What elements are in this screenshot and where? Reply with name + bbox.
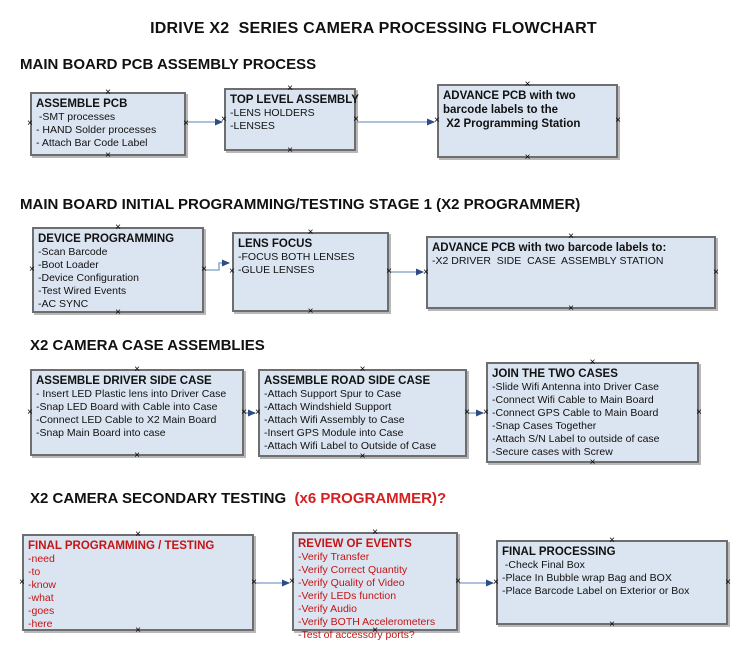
box-title: ASSEMBLE PCB (36, 98, 128, 110)
box-line: -Verify BOTH Accelerometers (298, 616, 436, 628)
box-line: -Place In Bubble wrap Bag and BOX (502, 572, 672, 584)
box-line: -Attach Wifi Label to Outside of Case (264, 440, 437, 452)
box-line: -Secure cases with Screw (492, 446, 613, 458)
box-line: -Check Final Box (502, 559, 585, 571)
box-title: FINAL PROGRAMMING / TESTING (28, 540, 215, 552)
page-title: IDRIVE X2 SERIES CAMERA PROCESSING FLOWC… (150, 20, 597, 37)
box-line: -Snap Main Board into case (36, 427, 166, 439)
box-line: -Insert GPS Module into Case (264, 427, 404, 439)
box-line: -Verify Quality of Video (298, 577, 405, 589)
box-line: -X2 DRIVER SIDE CASE ASSEMBLY STATION (432, 255, 664, 267)
box-line: - HAND Solder processes (36, 124, 157, 136)
box-line: -Verify Transfer (298, 551, 370, 563)
box-line: -need (28, 553, 55, 565)
section-heading-secondary-testing: X2 CAMERA SECONDARY TESTING (x6 PROGRAMM… (30, 490, 446, 507)
box-line: -FOCUS BOTH LENSES (238, 251, 355, 263)
section-heading-secondary-testing-red: (x6 PROGRAMMER)? (290, 490, 447, 507)
box-line: -Boot Loader (38, 259, 99, 271)
flow-box-lens-focus: LENS FOCUS -FOCUS BOTH LENSES -GLUE LENS… (229, 228, 392, 317)
box-line: -to (28, 566, 41, 578)
box-line: - Insert LED Plastic lens into Driver Ca… (36, 388, 227, 400)
section-heading-case-assemblies: X2 CAMERA CASE ASSEMBLIES (30, 337, 265, 354)
box-title: ASSEMBLE ROAD SIDE CASE (264, 375, 431, 387)
box-line: -Device Configuration (38, 272, 139, 284)
box-line: -Verify Correct Quantity (298, 564, 408, 576)
box-line: -Attach Wifi Assembly to Case (264, 414, 405, 426)
box-line: -LENSES (230, 120, 275, 132)
box-line: -Test Wired Events (38, 285, 127, 297)
flow-box-advance-pcb-driver-side-station: ADVANCE PCB with two barcode labels to: … (423, 232, 719, 314)
box-line: -Connect GPS Cable to Main Board (492, 407, 659, 419)
flow-box-assemble-driver-side-case: ASSEMBLE DRIVER SIDE CASE - Insert LED P… (27, 365, 247, 461)
box-line: -Scan Barcode (38, 246, 108, 258)
flow-box-top-level-assembly: TOP LEVEL ASSEMBLY -LENS HOLDERS -LENSES… (221, 84, 359, 156)
box-line: -Connect LED Cable to X2 Main Board (36, 414, 217, 426)
box-title: X2 Programming Station (443, 118, 581, 130)
box-line: -what (28, 592, 54, 604)
box-line: -Attach Support Spur to Case (264, 388, 402, 400)
flow-box-assemble-road-side-case: ASSEMBLE ROAD SIDE CASE -Attach Support … (255, 365, 470, 462)
flow-box-final-programming-testing: FINAL PROGRAMMING / TESTING -need -to -k… (19, 530, 257, 636)
flow-box-advance-pcb-programming-station: ADVANCE PCB with two barcode labels to t… (434, 80, 621, 163)
box-line: -Snap LED Board with Cable into Case (36, 401, 218, 413)
box-title: ADVANCE PCB with two (443, 90, 576, 102)
flow-box-assemble-pcb: ASSEMBLE PCB -SMT processes - HAND Solde… (27, 88, 189, 161)
box-line: -Slide Wifi Antenna into Driver Case (492, 381, 659, 393)
flow-box-review-of-events: REVIEW OF EVENTS -Verify Transfer -Verif… (289, 528, 461, 642)
box-title: ADVANCE PCB with two barcode labels to: (432, 242, 667, 254)
box-line: -AC SYNC (38, 298, 89, 310)
box-title: DEVICE PROGRAMMING (38, 233, 175, 245)
box-line: -Verify LEDs function (298, 590, 397, 602)
box-title: REVIEW OF EVENTS (298, 538, 412, 550)
box-line: -Place Barcode Label on Exterior or Box (502, 585, 690, 597)
box-title: TOP LEVEL ASSEMBLY (230, 94, 359, 106)
box-title: ASSEMBLE DRIVER SIDE CASE (36, 375, 212, 387)
box-title: barcode labels to the (443, 104, 559, 116)
box-line: -Verify Audio (298, 603, 357, 615)
box-title: FINAL PROCESSING (502, 546, 616, 558)
section-heading-initial-programming: MAIN BOARD INITIAL PROGRAMMING/TESTING S… (20, 196, 581, 213)
box-line: -here (28, 618, 53, 630)
flow-box-join-the-two-cases: JOIN THE TWO CASES -Slide Wifi Antenna i… (483, 358, 702, 468)
flow-box-device-programming: DEVICE PROGRAMMING -Scan Barcode -Boot L… (29, 223, 207, 318)
box-line: -know (28, 579, 57, 591)
section-heading-pcb-assembly: MAIN BOARD PCB ASSEMBLY PROCESS (20, 56, 317, 73)
box-title: LENS FOCUS (238, 238, 313, 250)
box-line: - Attach Bar Code Label (36, 137, 148, 149)
box-line: -Attach Windshield Support (264, 401, 392, 413)
section-heading-secondary-testing-black: X2 CAMERA SECONDARY TESTING (30, 490, 291, 507)
box-title: JOIN THE TWO CASES (492, 368, 618, 380)
box-line: -Connect Wifi Cable to Main Board (492, 394, 654, 406)
box-line: -LENS HOLDERS (230, 107, 315, 119)
box-line: -Snap Cases Together (492, 420, 597, 432)
arrow-device-to-lensfocus (205, 259, 230, 271)
box-line: -Attach S/N Label to outside of case (492, 433, 660, 445)
box-line: -Test of accessory ports? (298, 629, 415, 641)
box-line: -goes (28, 605, 55, 617)
box-line: -GLUE LENSES (238, 264, 315, 276)
flow-box-final-processing: FINAL PROCESSING -Check Final Box -Place… (493, 536, 731, 630)
box-line: -SMT processes (36, 111, 116, 123)
